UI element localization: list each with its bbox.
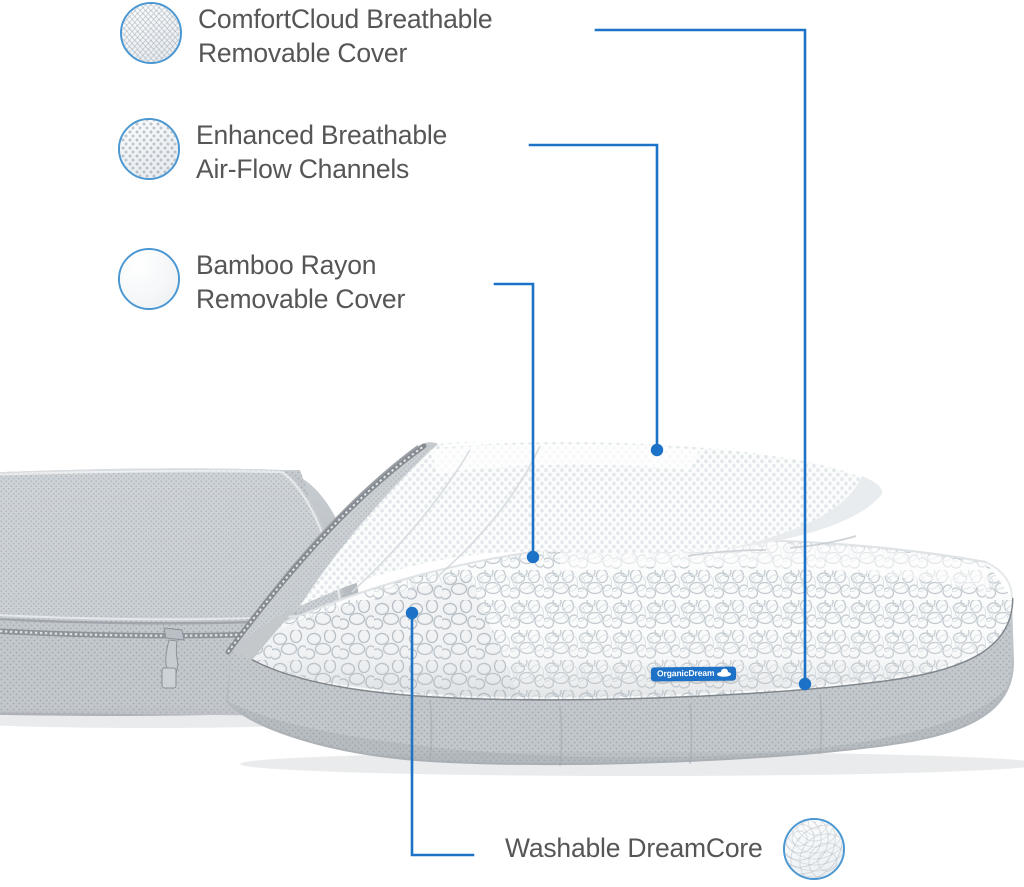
brand-tag: OrganicDream bbox=[650, 666, 737, 681]
callout-label-bamboo-rayon-cover: Bamboo Rayon Removable Cover bbox=[196, 250, 406, 314]
plain-fabric-swatch-icon bbox=[118, 248, 180, 310]
air-mesh-swatch-icon bbox=[118, 118, 180, 180]
zipper-pull bbox=[161, 627, 185, 689]
callout-bamboo-rayon-cover: Bamboo Rayon Removable Cover bbox=[118, 248, 405, 317]
callout-airflow-channels: Enhanced Breathable Air-Flow Channels bbox=[118, 118, 447, 187]
brand-tag-label: OrganicDream bbox=[656, 667, 715, 679]
callout-comfortcloud-cover: ComfortCloud Breathable Removable Cover bbox=[120, 2, 493, 71]
callout-label-washable-dreamcore: Washable DreamCore bbox=[505, 833, 763, 863]
fiber-core-swatch-icon bbox=[782, 818, 845, 880]
callout-label-comfortcloud-cover: ComfortCloud Breathable Removable Cover bbox=[198, 4, 493, 68]
fabric-weave-swatch-icon bbox=[120, 2, 182, 64]
cloud-icon bbox=[717, 669, 731, 677]
zipper-front bbox=[225, 443, 427, 655]
callout-washable-dreamcore: Washable DreamCore bbox=[505, 818, 845, 880]
callout-label-airflow-channels: Enhanced Breathable Air-Flow Channels bbox=[196, 120, 448, 184]
